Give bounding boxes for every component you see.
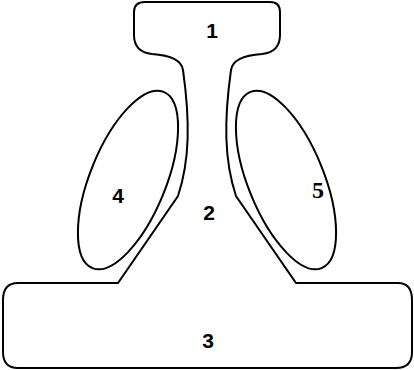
callout-number: 5	[312, 178, 324, 202]
left-lobe	[57, 78, 199, 283]
callout-number: 2	[203, 202, 215, 223]
callout-number: 3	[202, 330, 214, 351]
body-outline	[3, 2, 412, 368]
right-lobe	[215, 78, 357, 283]
callout-number: 4	[112, 185, 124, 206]
callout-number: 1	[206, 20, 218, 41]
